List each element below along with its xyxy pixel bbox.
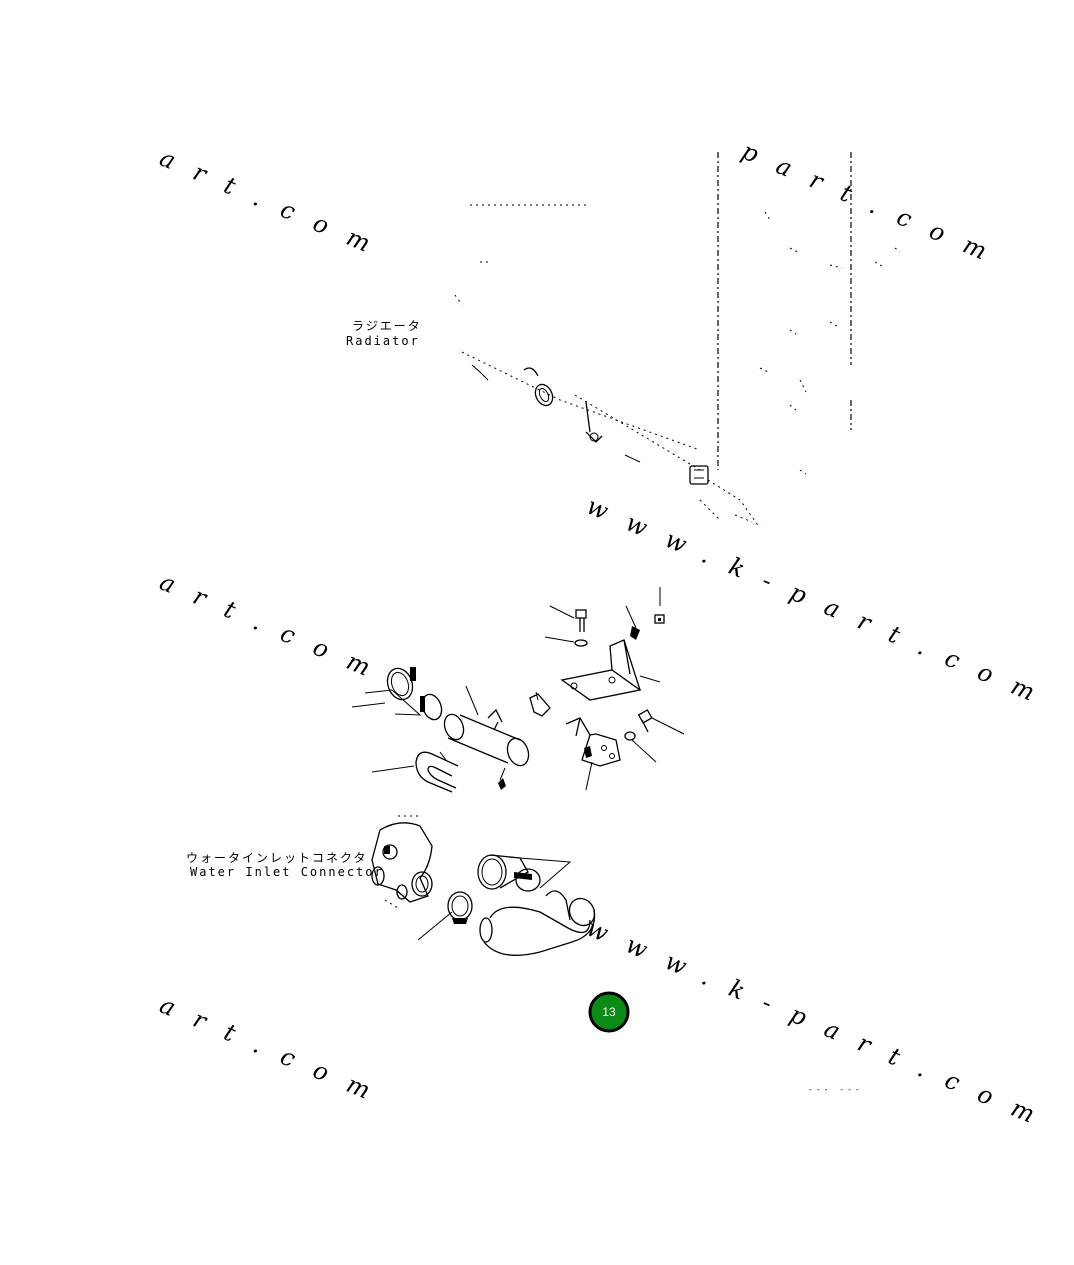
watermarks: art.com art.com art.com part.com www.k-p… bbox=[156, 137, 1059, 1137]
pipe-bracket-assembly bbox=[351, 587, 685, 793]
water-inlet-label-en: Water Inlet Connector bbox=[190, 865, 384, 879]
nut-top-right bbox=[654, 587, 665, 624]
radiator-label-en: Radiator bbox=[346, 334, 420, 348]
hose-clamp-lower bbox=[417, 891, 473, 941]
clip bbox=[529, 691, 551, 717]
watermark-right-top: part.com bbox=[738, 137, 1011, 274]
water-inlet-assembly: ウォータインレットコネクタ Water Inlet Connector bbox=[186, 815, 596, 956]
curved-hose bbox=[479, 890, 596, 956]
bolt-top-middle bbox=[625, 605, 640, 640]
bolt-top-left bbox=[544, 605, 588, 647]
watermark-left-middle: art.com bbox=[156, 568, 395, 691]
bolt-right bbox=[624, 709, 685, 763]
badge-circle bbox=[588, 991, 630, 1033]
pipe bbox=[443, 685, 530, 790]
hose-clamp-upper bbox=[477, 854, 572, 892]
hose-clamp-left bbox=[351, 667, 443, 721]
badge-number: 13 bbox=[602, 1005, 616, 1019]
water-inlet-connector bbox=[371, 815, 433, 909]
drawing-code: --- --- bbox=[808, 1085, 863, 1094]
bracket-upper bbox=[560, 639, 661, 701]
bracket-lower bbox=[565, 717, 621, 791]
watermark-right-bottom: www.k-part.com bbox=[583, 914, 1059, 1137]
radiator-assembly: ラジエータ Radiator bbox=[346, 152, 901, 529]
page-number-badge[interactable]: 13 bbox=[588, 991, 630, 1033]
radiator-label-jp: ラジエータ bbox=[352, 319, 422, 333]
watermark-left-top: art.com bbox=[156, 144, 395, 267]
watermark-right-middle: www.k-part.com bbox=[583, 492, 1059, 715]
watermark-left-bottom: art.com bbox=[156, 991, 395, 1114]
water-inlet-label-jp: ウォータインレットコネクタ bbox=[186, 851, 368, 865]
u-bolt bbox=[371, 751, 459, 793]
